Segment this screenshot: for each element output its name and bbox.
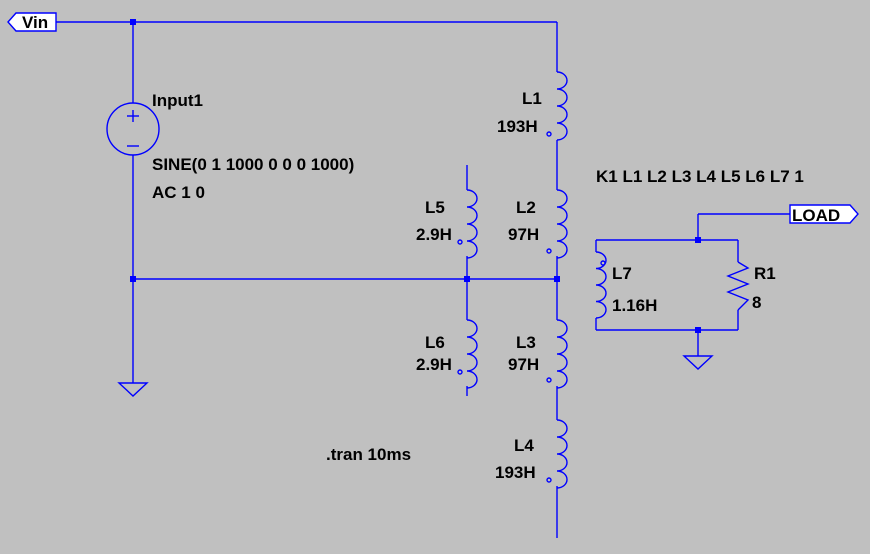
- inductor-L3[interactable]: [546, 319, 568, 389]
- L7-name: L7: [612, 264, 632, 283]
- junction-load: [695, 237, 701, 243]
- junction-left-mid: [130, 276, 136, 282]
- L3-name: L3: [516, 333, 536, 352]
- source-ac: AC 1 0: [152, 183, 205, 202]
- L6-name: L6: [425, 333, 445, 352]
- inductor-L6[interactable]: [457, 319, 478, 389]
- inductor-L2[interactable]: [546, 189, 568, 259]
- inductor-L4[interactable]: [546, 419, 568, 489]
- L6-value: 2.9H: [416, 355, 452, 374]
- inductor-L5[interactable]: [457, 189, 478, 259]
- vin-port[interactable]: Vin: [7, 12, 57, 32]
- L2-value: 97H: [508, 225, 539, 244]
- inductor-L1[interactable]: [546, 71, 568, 141]
- R1-name: R1: [754, 264, 776, 283]
- tran-directive[interactable]: .tran 10ms: [326, 445, 411, 464]
- vin-port-label: Vin: [22, 13, 48, 32]
- load-port-label: LOAD: [792, 206, 840, 225]
- L3-value: 97H: [508, 355, 539, 374]
- ground-right: [682, 355, 714, 370]
- L1-value: 193H: [497, 117, 538, 136]
- load-port[interactable]: LOAD: [789, 204, 859, 225]
- L5-name: L5: [425, 198, 445, 217]
- junction-l5-l6: [464, 276, 470, 282]
- inductor-L7[interactable]: [595, 251, 607, 319]
- resistor-R1[interactable]: [726, 261, 750, 311]
- L5-value: 2.9H: [416, 225, 452, 244]
- R1-value: 8: [752, 293, 761, 312]
- junction-right-mid: [554, 276, 560, 282]
- ground-left: [117, 382, 149, 397]
- voltage-source[interactable]: [106, 102, 160, 156]
- L2-name: L2: [516, 198, 536, 217]
- junction-top: [130, 19, 136, 25]
- source-value: SINE(0 1 1000 0 0 0 1000): [152, 155, 354, 174]
- junction-gnd-right: [695, 327, 701, 333]
- L7-value: 1.16H: [612, 296, 657, 315]
- coupling-directive[interactable]: K1 L1 L2 L3 L4 L5 L6 L7 1: [596, 167, 804, 186]
- L4-name: L4: [514, 436, 534, 455]
- L4-value: 193H: [495, 463, 536, 482]
- source-name: Input1: [152, 91, 203, 110]
- L1-name: L1: [522, 89, 542, 108]
